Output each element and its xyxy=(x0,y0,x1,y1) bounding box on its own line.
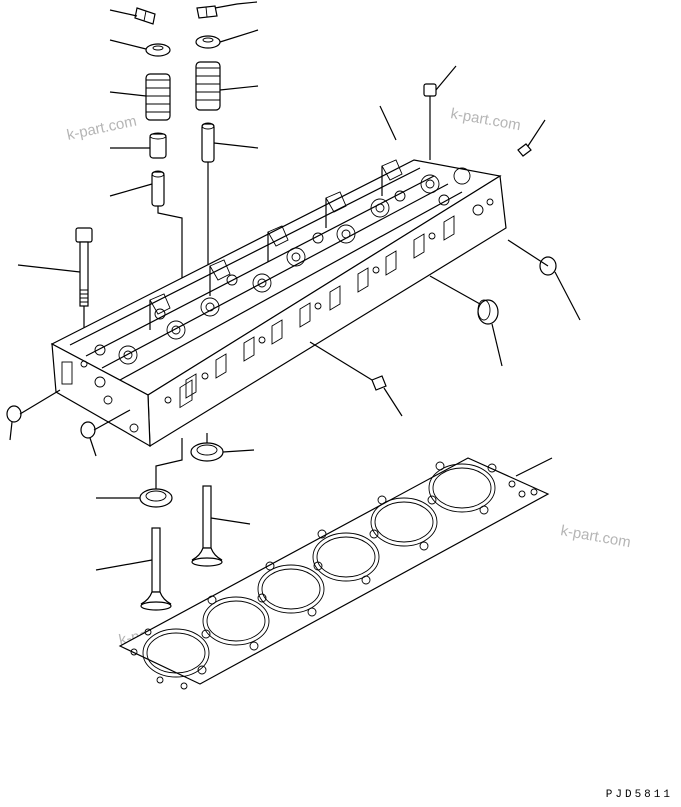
valve-stem-seal xyxy=(110,132,167,159)
drawing-reference-code: PJD5811 xyxy=(605,789,673,801)
valve-cotter-left xyxy=(109,7,156,25)
cylinder-head-gasket xyxy=(118,457,553,690)
watermark: k-part.com xyxy=(449,105,522,134)
spring-retainer-right xyxy=(195,29,259,49)
plug-front xyxy=(309,341,403,417)
watermark: k-part.com xyxy=(559,522,632,551)
valve-cotter-right xyxy=(196,1,258,19)
gasket-cylinder-bores xyxy=(142,463,496,678)
cylinder-head-bolt xyxy=(17,227,93,340)
valve-guide-right xyxy=(201,122,259,330)
plug-upper xyxy=(517,119,546,157)
gasket-holes xyxy=(130,461,538,690)
expansion-plug-left xyxy=(6,389,61,441)
valve-seat-right xyxy=(190,433,255,462)
valve-seat-left xyxy=(96,438,183,508)
cup-plug-large xyxy=(429,275,503,367)
valve-spring-left xyxy=(109,73,171,121)
intake-valve xyxy=(95,527,172,611)
exhaust-valve xyxy=(191,485,251,567)
watermark: k-part.com xyxy=(65,113,138,144)
spring-retainer-left xyxy=(109,39,171,57)
cup-plug-left xyxy=(80,409,131,457)
callout-line xyxy=(379,105,397,141)
dowel-pin xyxy=(423,65,457,160)
cylinder-head xyxy=(50,159,507,448)
expansion-plug-right xyxy=(507,239,581,321)
valve-spring-right xyxy=(195,61,259,111)
valve-guide-left xyxy=(109,170,183,300)
